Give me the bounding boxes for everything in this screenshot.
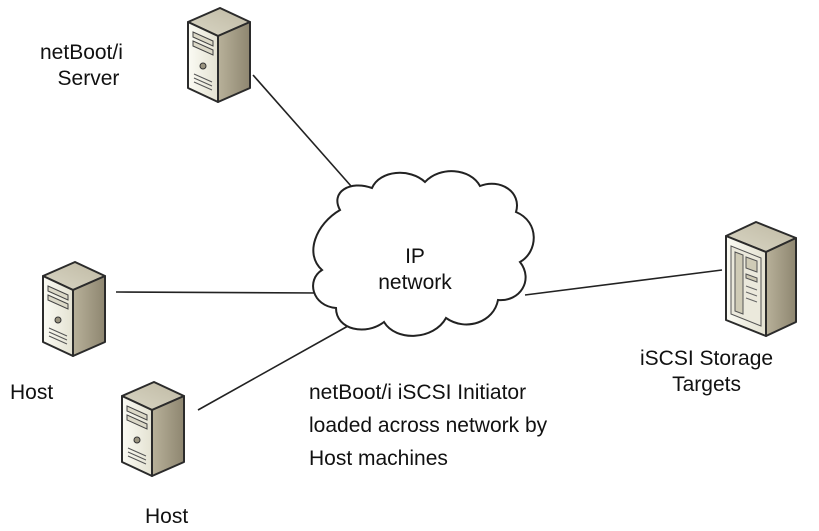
host-bottom-icon: [121, 381, 185, 477]
link-host-left-network: [115, 291, 321, 294]
network-label: IP network: [360, 244, 470, 296]
ip-network-cloud: [312, 170, 535, 337]
network-label-line2: network: [378, 271, 452, 294]
storage-icon: [725, 221, 797, 337]
server-label-line1: netBoot/i: [40, 41, 123, 64]
host-bottom-label: Host: [145, 505, 189, 528]
storage-label-line2: Targets: [672, 373, 741, 396]
host-left-label: Host: [10, 381, 54, 404]
storage-label: iSCSI Storage Targets: [640, 346, 773, 398]
server-icon: [187, 7, 251, 103]
link-host-bottom-network: [197, 325, 349, 411]
caption-line1: netBoot/i iSCSI Initiator: [309, 381, 527, 404]
link-server-network: [252, 74, 367, 204]
link-storage-network: [524, 269, 723, 296]
initiator-caption: netBoot/i iSCSI Initiator loaded across …: [309, 376, 547, 475]
caption-line3: Host machines: [309, 447, 448, 470]
host-left-icon: [42, 261, 106, 357]
caption-line2: loaded across network by: [309, 414, 548, 437]
storage-label-line1: iSCSI Storage: [640, 347, 774, 370]
network-label-line1: IP: [405, 245, 425, 268]
server-label-line2: Server: [57, 67, 120, 90]
server-label: netBoot/i Server: [40, 40, 123, 92]
